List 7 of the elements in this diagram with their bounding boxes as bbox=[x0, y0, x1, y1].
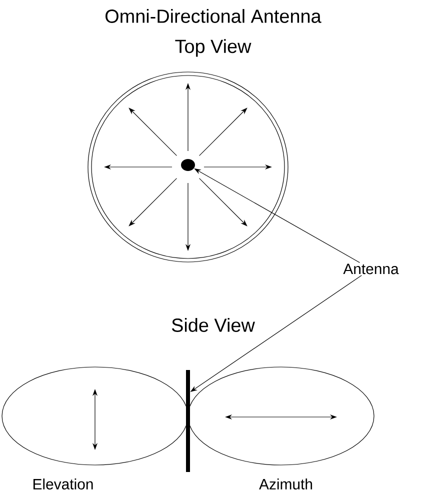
pattern-label: Azimuth bbox=[259, 478, 312, 490]
title: Omni-Directional Antenna bbox=[106, 9, 322, 23]
view-label: Side View bbox=[172, 318, 255, 332]
view-label: Top View bbox=[175, 39, 252, 57]
antenna-dot bbox=[181, 159, 195, 171]
antenna-label: Antenna bbox=[343, 264, 399, 274]
pattern-label: Elevation bbox=[33, 478, 93, 490]
